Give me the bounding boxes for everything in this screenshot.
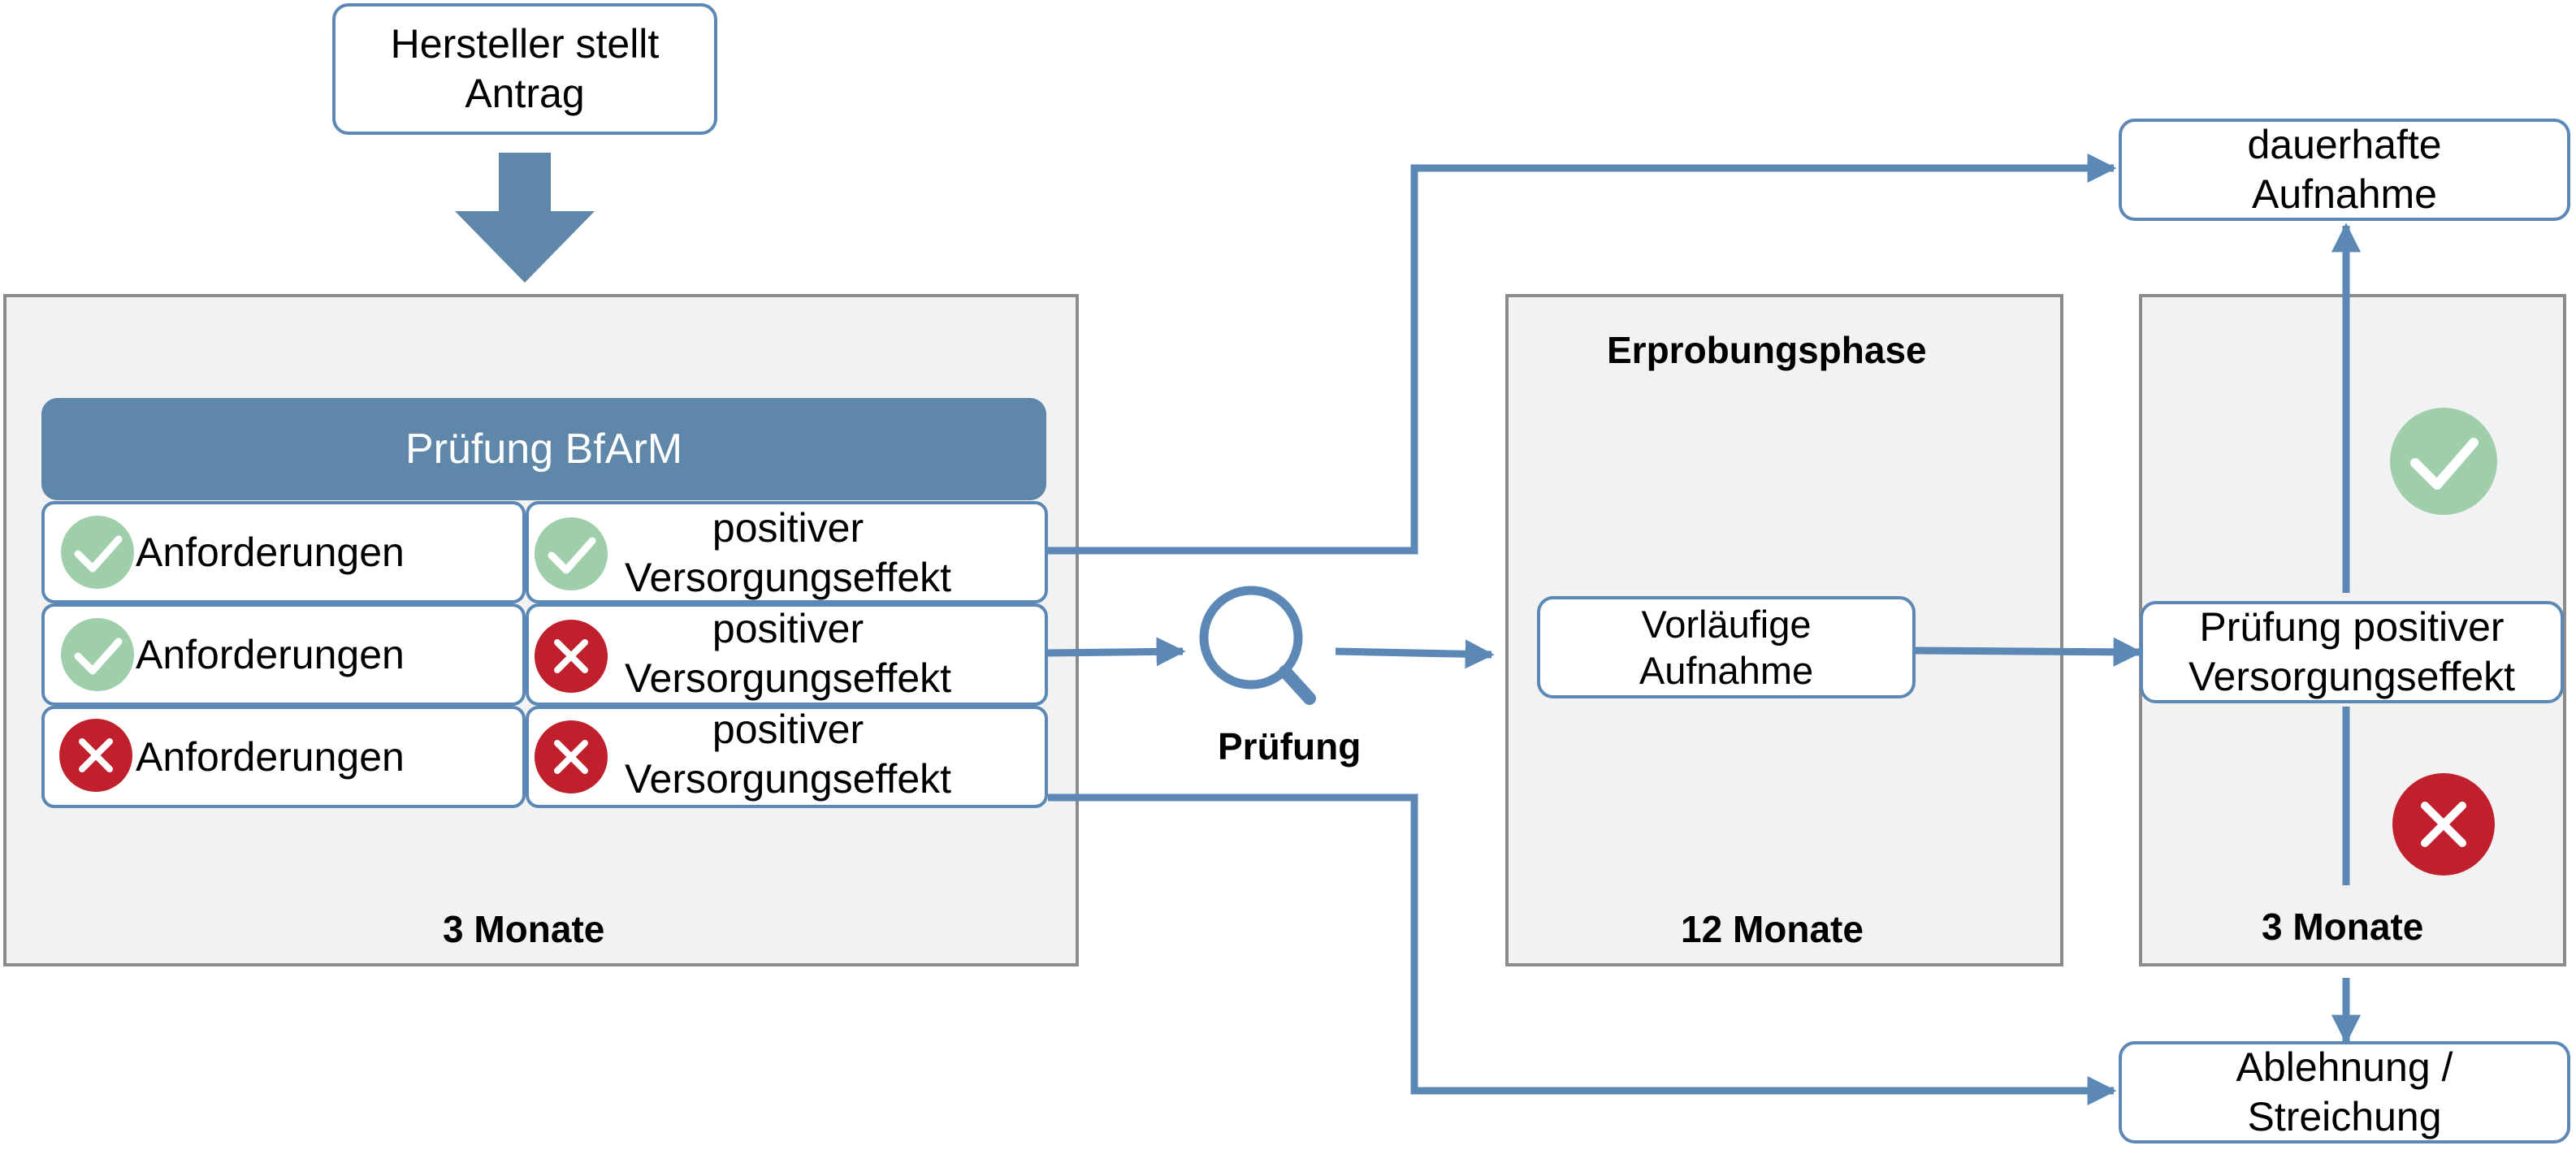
row1-effect-line2: Versorgungseffekt <box>624 555 952 600</box>
trial-duration: 12 Monate <box>1681 908 1864 950</box>
bfarm-header: Prüfung BfArM <box>41 398 1046 500</box>
final-duration: 3 Monate <box>2262 906 2424 948</box>
start-box: Hersteller stellt Antrag <box>332 3 717 135</box>
row2-effect-cell <box>526 603 1048 706</box>
check-icon <box>535 517 608 590</box>
row3-effect-label: positiver Versorgungseffekt <box>601 705 975 804</box>
permanent-listing-label: dauerhafte Aufnahme <box>2247 122 2442 217</box>
final-review-label: Prüfung positiver Versorgungseffekt <box>2188 604 2516 699</box>
arrow-to-reject <box>1048 793 2117 1105</box>
final-review-box: Prüfung positiver Versorgungseffekt <box>2140 601 2564 703</box>
arrow-to-final-review <box>1915 637 2143 667</box>
row1-requirements-label: Anforderungen <box>136 530 405 575</box>
check-icon <box>2390 408 2497 515</box>
rejection-box: Ablehnung / Streichung <box>2119 1041 2570 1144</box>
cross-icon <box>59 719 132 792</box>
arrow-to-review <box>1047 637 1186 667</box>
cross-icon <box>535 720 608 793</box>
cross-icon <box>535 620 608 693</box>
review-label: Prüfung <box>1218 725 1362 767</box>
row3-effect-line1: positiver <box>712 707 864 752</box>
row2-requirements-label: Anforderungen <box>136 632 405 677</box>
arrow-to-accept <box>1048 153 2117 555</box>
cross-icon <box>2392 773 2495 876</box>
arrow-to-trial <box>1335 639 1495 669</box>
rejection-label: Ablehnung / Streichung <box>2236 1044 2453 1139</box>
start-label: Hersteller stellt Antrag <box>390 21 660 116</box>
bfarm-header-label: Prüfung BfArM <box>405 426 683 473</box>
row2-effect-label: positiver Versorgungseffekt <box>601 604 975 703</box>
row1-effect-label: positiver Versorgungseffekt <box>601 504 975 603</box>
bfarm-duration: 3 Monate <box>443 908 605 950</box>
row3-effect-cell <box>526 706 1048 808</box>
provisional-listing-label: Vorläufige Aufnahme <box>1639 602 1814 692</box>
row2-effect-line1: positiver <box>712 606 864 651</box>
row3-effect-line2: Versorgungseffekt <box>624 756 952 802</box>
row1-effect-line1: positiver <box>712 505 864 551</box>
provisional-listing-box: Vorläufige Aufnahme <box>1537 596 1916 698</box>
trial-title: Erprobungsphase <box>1607 329 1927 371</box>
check-icon <box>61 618 134 691</box>
row3-requirements-label: Anforderungen <box>136 734 405 780</box>
row1-effect-cell <box>526 501 1048 603</box>
permanent-listing-box: dauerhafte Aufnahme <box>2119 119 2570 221</box>
check-icon <box>61 516 134 589</box>
entry-arrow <box>455 153 595 283</box>
row2-effect-line2: Versorgungseffekt <box>624 655 952 701</box>
magnifier-icon <box>1199 586 1316 705</box>
